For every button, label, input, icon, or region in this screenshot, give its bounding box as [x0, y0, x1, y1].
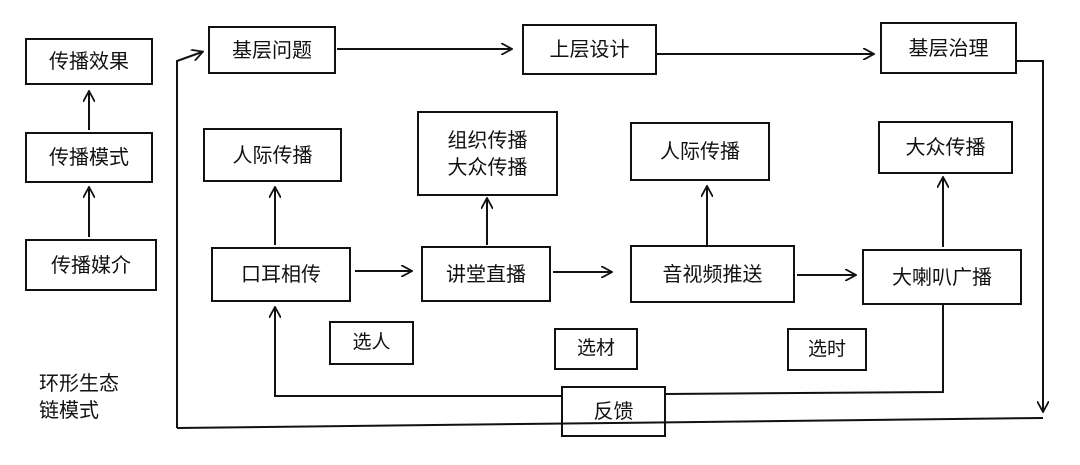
- node-propagation-mode: 传播模式: [25, 132, 153, 183]
- node-grassroots-problem: 基层问题: [208, 26, 336, 74]
- outer-loop-bottom: [176, 417, 1044, 429]
- label-choose-people: 选人: [329, 321, 414, 365]
- outer-loop-right: [1017, 60, 1043, 411]
- feedback-loop-left: [275, 308, 561, 397]
- feedback-loop-right: [665, 305, 944, 395]
- node-loudspeaker-broadcast: 大喇叭广播: [862, 249, 1022, 305]
- node-organized-mass: 组织传播 大众传播: [417, 111, 558, 196]
- node-lecture-broadcast: 讲堂直播: [421, 246, 551, 302]
- node-audio-video-push: 音视频推送: [630, 245, 795, 303]
- node-grassroots-governance: 基层治理: [880, 22, 1017, 74]
- label-ecology-mode: 环形生态 链模式: [39, 371, 119, 422]
- node-propagation-effect: 传播效果: [25, 38, 153, 85]
- node-propagation-media: 传播媒介: [25, 239, 157, 291]
- node-feedback: 反馈: [561, 386, 666, 437]
- outer-loop-left: [176, 52, 202, 428]
- node-interpersonal-2: 人际传播: [630, 122, 770, 181]
- node-interpersonal-1: 人际传播: [203, 128, 342, 182]
- label-choose-time: 选时: [787, 328, 867, 371]
- label-choose-material: 选材: [554, 328, 638, 370]
- node-word-of-mouth: 口耳相传: [211, 247, 351, 302]
- node-mass-propagation: 大众传播: [878, 121, 1013, 174]
- node-upper-design: 上层设计: [522, 24, 657, 75]
